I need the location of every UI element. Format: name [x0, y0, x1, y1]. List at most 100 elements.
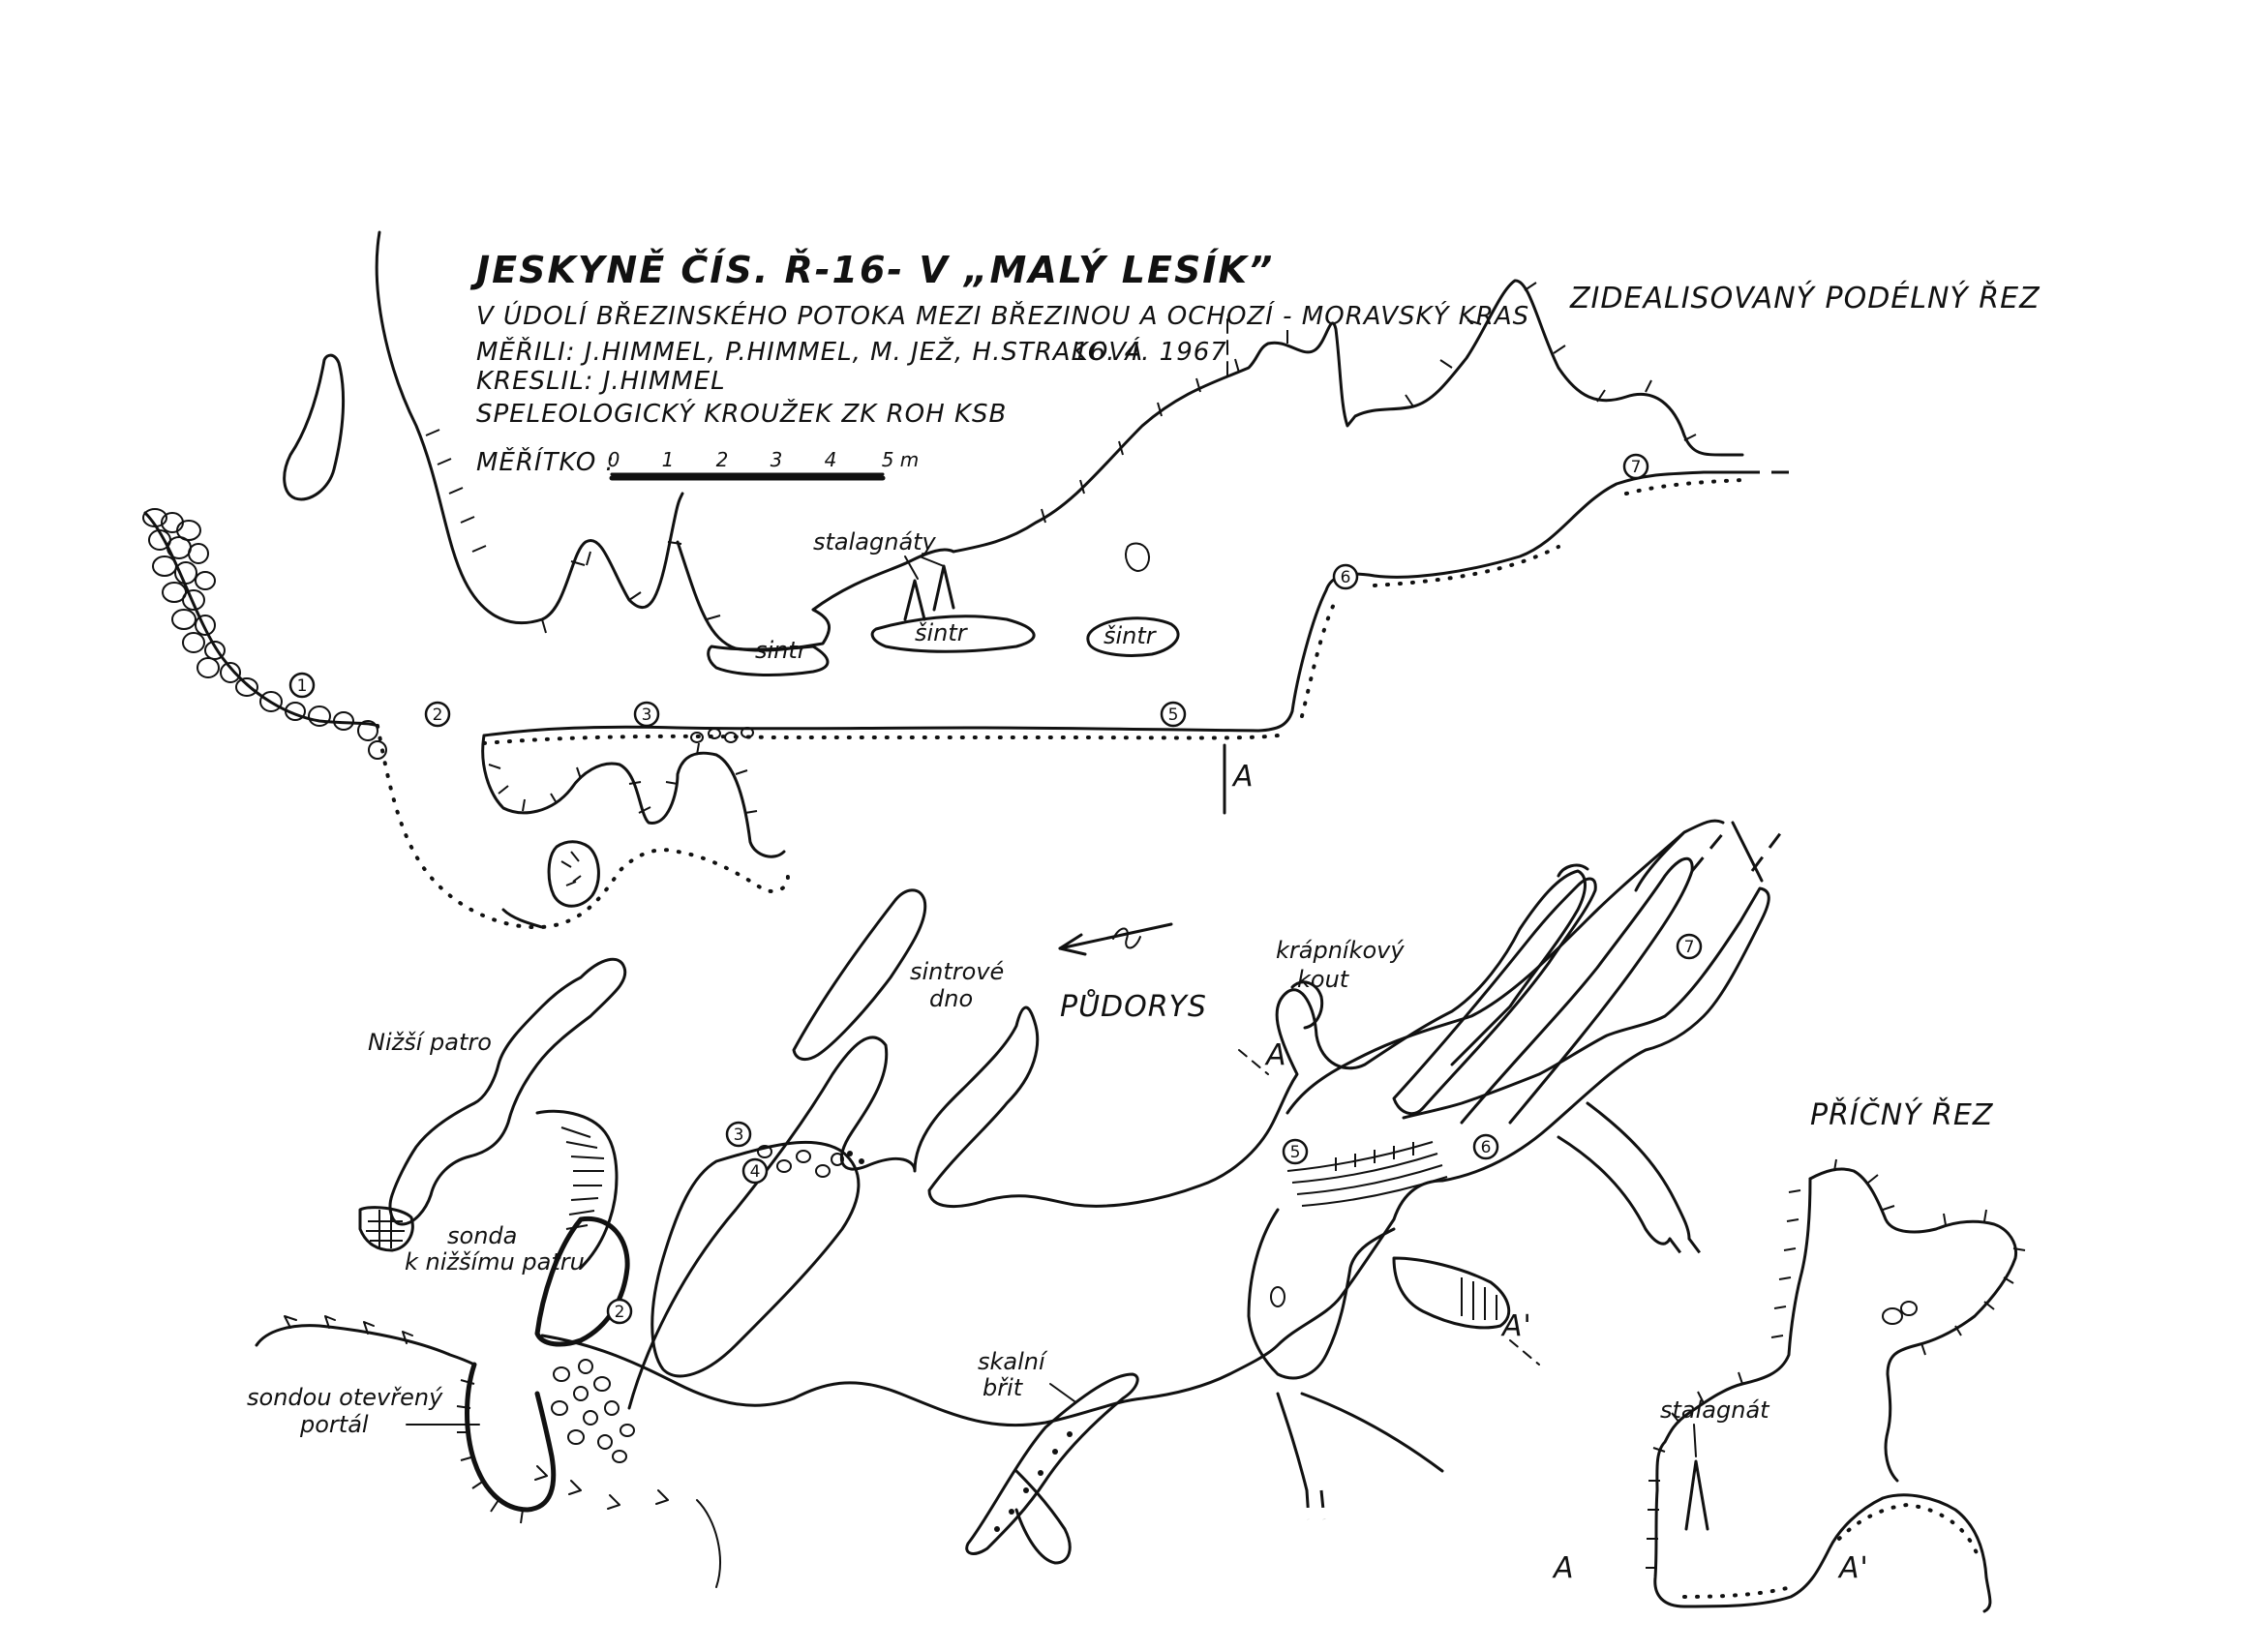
- profile-sinter-2: [870, 615, 1036, 653]
- profile-station-6: 6: [1332, 563, 1359, 590]
- cross-section-right-wall: [1808, 1167, 2018, 1483]
- plan-title: PŮDORYS: [1060, 988, 1207, 1024]
- plan-a-prime-alcove-hatch: [1461, 1277, 1497, 1320]
- scale-tick-2: 2: [716, 448, 729, 471]
- cross-section-stalagmite-leader: [1693, 1424, 1697, 1457]
- profile-floor-pebbles: [690, 727, 754, 743]
- plan-station-6: 6: [1472, 1133, 1499, 1160]
- profile-floor-lower-bowl: [501, 908, 544, 929]
- profile-station-5: 5: [1160, 701, 1187, 728]
- scale-tick-3: 3: [771, 448, 783, 471]
- profile-sinter-1-label: sintr: [755, 637, 809, 664]
- cross-section-mark-a-prime: A': [1837, 1551, 1869, 1585]
- profile-ceiling: [375, 230, 1744, 652]
- plan-long-passage-2-continuation: [1690, 826, 1783, 872]
- plan-lower-level-label: Nižší patro: [368, 1029, 492, 1056]
- plan-sinter-floor-branch: [792, 888, 927, 1062]
- svg-text:1: 1: [297, 676, 308, 696]
- longitudinal-profile: ZIDEALISOVANÝ PODÉLNÝ ŘEZ: [142, 230, 2041, 930]
- scale-tick-5: 5 m: [882, 448, 920, 471]
- svg-text:7: 7: [1631, 458, 1642, 477]
- profile-floor-entrance: [143, 511, 379, 728]
- sheet-title: JESKYNĚ ČÍS. Ř-16- V „MALÝ LESÍK”: [469, 249, 1274, 291]
- plan-station-2: 2: [606, 1298, 633, 1325]
- plan-chamber-pebbles: [757, 1145, 1285, 1307]
- scale-label: MĚŘÍTKO :: [476, 446, 615, 477]
- scale-tick-4: 4: [825, 448, 837, 471]
- profile-title: ZIDEALISOVANÝ PODÉLNÝ ŘEZ: [1569, 281, 2041, 315]
- svg-text:3: 3: [642, 705, 652, 725]
- profile-stalagmites-label: stalagnáty: [813, 528, 937, 555]
- plan-dripstone-ticks: [1335, 1142, 1414, 1171]
- plan-dripstone-label-2: kout: [1297, 966, 1350, 993]
- svg-text:3: 3: [734, 1126, 744, 1145]
- svg-text:4: 4: [750, 1162, 761, 1182]
- plan-surface-line: [255, 1324, 476, 1366]
- plan-main-passage: [540, 886, 1770, 1427]
- profile-ceiling-hatch: [425, 282, 1697, 634]
- plan-station-4: 4: [741, 1157, 769, 1185]
- profile-station-2: 2: [424, 701, 451, 728]
- plan-chamber-outline: [627, 869, 1587, 1410]
- profile-station-3: 3: [633, 701, 660, 728]
- profile-lower-boulder: [547, 840, 600, 908]
- scale-tick-1: 1: [662, 448, 675, 471]
- plan-rock-blade-dots: [994, 1431, 1073, 1532]
- plan-lower-right-branch: [1276, 1392, 1444, 1492]
- cross-section-knob-1: [1882, 1307, 1903, 1325]
- plan-rock-blade-label-1: skalní: [978, 1348, 1048, 1375]
- scale-tick-0: 0: [608, 448, 620, 471]
- plan-lower-level-end-hatch: [366, 1210, 405, 1248]
- profile-floor-main: [482, 470, 1744, 737]
- plan-lower-right-continuation: [1305, 1489, 1326, 1520]
- scale-bar: MĚŘÍTKO : 0 1 2 3 4 5 m: [476, 446, 920, 481]
- plan-lower-level-end: [358, 1206, 414, 1252]
- plan-central-pillar: [650, 1140, 861, 1378]
- plan-portal-label-1: sondou otevřený: [247, 1384, 443, 1411]
- drawn-by-line: KRESLIL: J.HIMMEL: [476, 367, 726, 396]
- profile-station-1: 1: [288, 672, 316, 699]
- profile-sinter-2-label: šintr: [915, 619, 969, 646]
- cross-section-stalagmite: [1684, 1459, 1709, 1531]
- svg-text:2: 2: [615, 1303, 625, 1322]
- plan-right-branch-continuation: [1668, 1238, 1706, 1259]
- plan-dripstone-hatch: [1286, 1141, 1448, 1207]
- svg-text:6: 6: [1341, 568, 1351, 587]
- plan-sinter-floor-label-1: sintrové: [910, 958, 1004, 985]
- plan-portal: [465, 1362, 557, 1513]
- plan-portal-hatch: [456, 1379, 524, 1524]
- plan-dripstone-label-1: krápníkový: [1276, 937, 1405, 964]
- plan-surface-ticks: [284, 1315, 721, 1588]
- plan-a-prime-alcove: [1392, 1256, 1511, 1330]
- plan-station-5: 5: [1282, 1138, 1309, 1165]
- plan-view: PŮDORYS Nižší patro sonda k nižšímu patr…: [247, 819, 1783, 1588]
- profile-rock-pillar: [283, 353, 346, 501]
- cross-section-knob-2: [1900, 1301, 1918, 1316]
- svg-text:5: 5: [1168, 705, 1179, 725]
- svg-text:7: 7: [1684, 938, 1695, 957]
- plan-rock-blade: [965, 1372, 1139, 1555]
- surveyors-line: MĚŘILI: J.HIMMEL, P.HIMMEL, M. JEŽ, H.ST…: [476, 336, 1143, 367]
- profile-stalagmites: [903, 564, 955, 621]
- plan-probe-label-2: k nižšímu patru: [405, 1248, 585, 1276]
- profile-sinter-3: [1086, 616, 1180, 657]
- north-arrow: [1058, 922, 1173, 956]
- plan-rock-blade-label-2: břit: [983, 1374, 1024, 1401]
- cross-section-stalagmite-label: stalagnát: [1660, 1396, 1770, 1424]
- plan-rock-blade-leader: [1049, 1383, 1075, 1402]
- survey-date: 16. 4. 1967: [1073, 338, 1227, 367]
- plan-portal-pebbles: [551, 1359, 635, 1463]
- profile-stalagmites-leader: [904, 555, 945, 580]
- plan-long-passage-1: [1392, 877, 1597, 1116]
- plan-lower-right-chamber: [1247, 1208, 1396, 1380]
- plan-sinter-floor-label-2: dno: [929, 985, 973, 1012]
- plan-branch-upper-right: [1285, 819, 1764, 1115]
- profile-sinter-3-label: šintr: [1104, 622, 1158, 649]
- location-line: V ÚDOLÍ BŘEZINSKÉHO POTOKA MEZI BŘEZINOU…: [476, 300, 1529, 331]
- plan-long-passage-2: [1460, 857, 1694, 1125]
- profile-lower-rock-hatch: [488, 742, 758, 814]
- profile-floor-main-dots: [482, 478, 1744, 745]
- plan-station-7: 7: [1676, 933, 1703, 960]
- profile-section-mark: A: [1231, 760, 1255, 794]
- profile-boulder-pile: [142, 508, 387, 760]
